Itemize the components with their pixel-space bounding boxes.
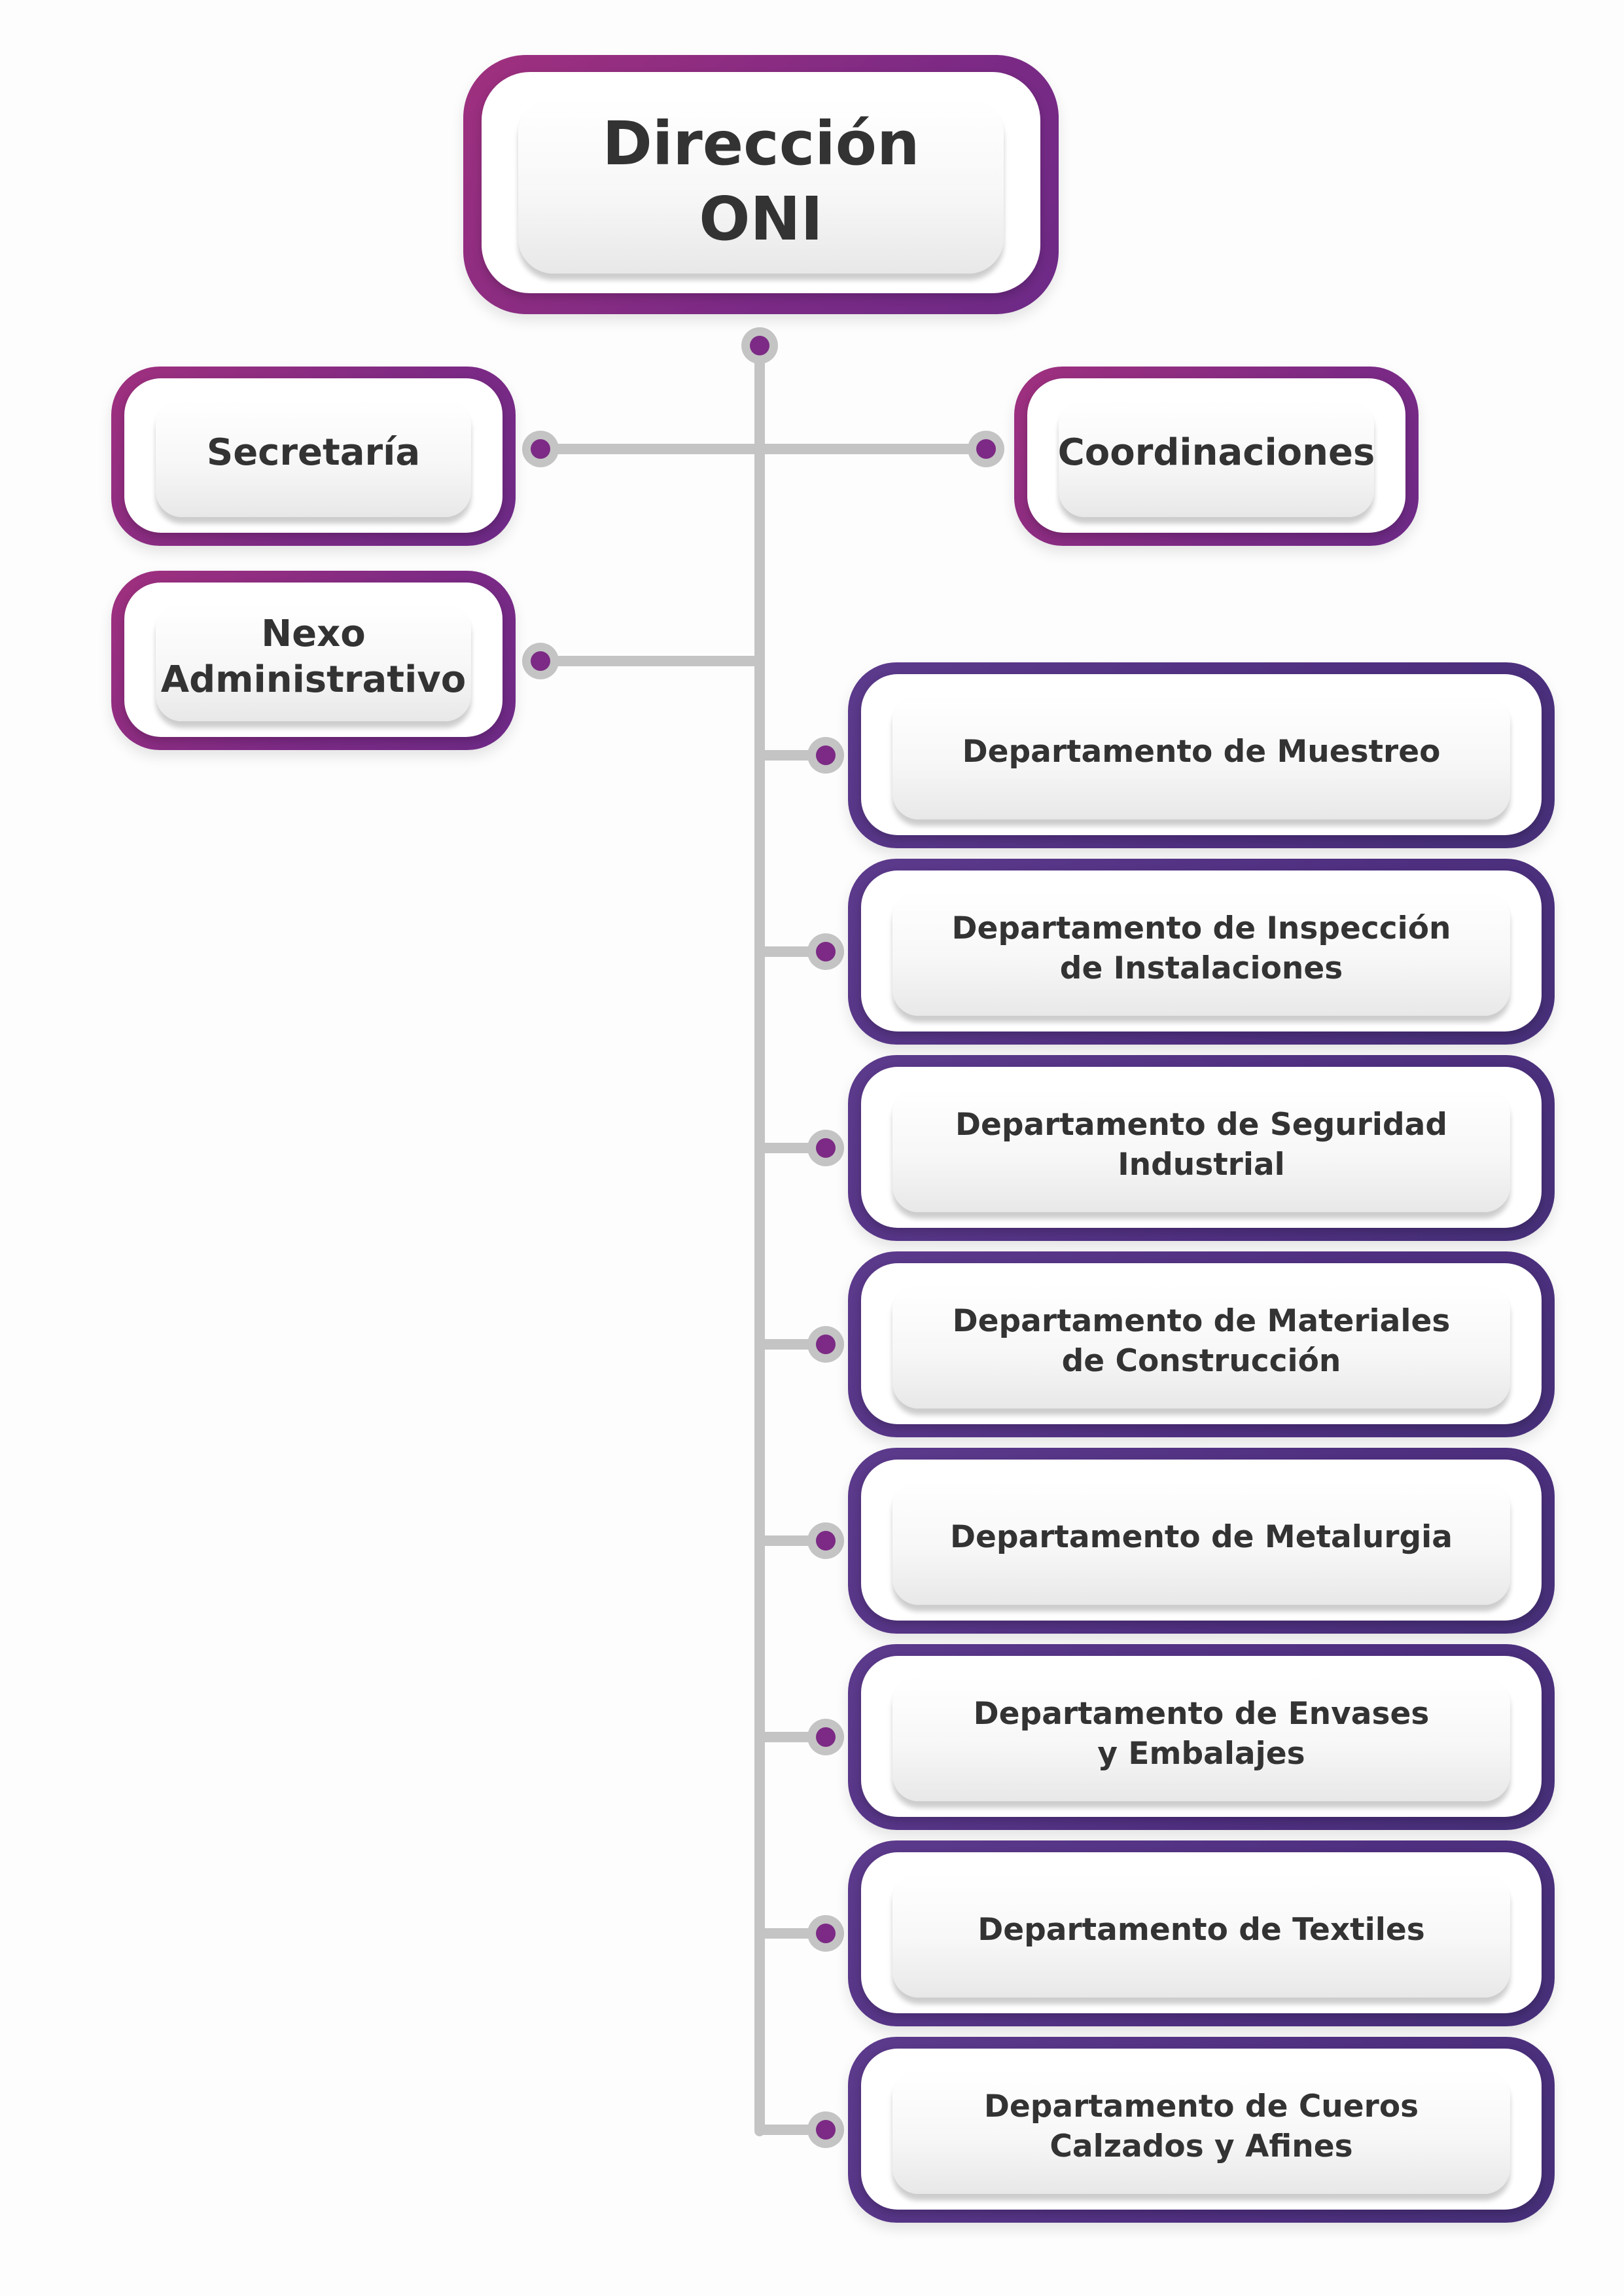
node-label-dept-2: Departamento de Inspección de Instalacio… bbox=[951, 910, 1451, 986]
node-departamento-inspeccion: Departamento de Inspección de Instalacio… bbox=[848, 859, 1555, 1045]
node-card bbox=[861, 870, 1542, 1031]
node-card bbox=[861, 1263, 1542, 1424]
dept-1-connector-dot bbox=[816, 745, 836, 765]
top-connector-dot bbox=[750, 336, 769, 355]
node-label-direccion-oni: Dirección ONI bbox=[602, 109, 920, 254]
dept-4-connector-dot bbox=[816, 1335, 836, 1354]
node-card bbox=[861, 1656, 1542, 1817]
dept-7-connector-dot bbox=[816, 1924, 836, 1943]
coordinaciones-connector-dot bbox=[976, 439, 996, 459]
node-label-dept-3: Departamento de Seguridad Industrial bbox=[955, 1106, 1448, 1183]
node-card bbox=[861, 1460, 1542, 1621]
node-departamento-envases: Departamento de Envases y Embalajes bbox=[848, 1644, 1555, 1830]
node-card bbox=[124, 583, 503, 737]
dept-3-connector-dot bbox=[816, 1138, 836, 1158]
node-card bbox=[124, 378, 503, 533]
node-departamento-muestreo: Departamento de Muestreo bbox=[848, 662, 1555, 848]
node-card bbox=[861, 674, 1542, 835]
node-label-dept-8: Departamento de Cueros Calzados y Afines bbox=[983, 2088, 1419, 2164]
nexo-connector-dot bbox=[531, 651, 550, 671]
node-nexo-administrativo: Nexo Administrativo bbox=[111, 571, 516, 750]
side-branches bbox=[522, 431, 1004, 679]
department-branches bbox=[760, 737, 844, 2148]
node-card bbox=[861, 1067, 1542, 1228]
node-secretaria: Secretaría bbox=[111, 367, 516, 546]
node-label-dept-7: Departamento de Textiles bbox=[978, 1912, 1425, 1948]
dept-2-connector-dot bbox=[816, 942, 836, 961]
node-label-coordinaciones: Coordinaciones bbox=[1057, 431, 1375, 474]
node-card bbox=[1027, 378, 1405, 533]
node-card bbox=[861, 2049, 1542, 2210]
trunk-line bbox=[741, 327, 778, 2136]
node-departamento-materiales: Departamento de Materiales de Construcci… bbox=[848, 1251, 1555, 1437]
node-coordinaciones: Coordinaciones bbox=[1014, 367, 1419, 546]
dept-8-connector-dot bbox=[816, 2120, 836, 2140]
node-label-secretaria: Secretaría bbox=[206, 431, 421, 474]
node-departamento-metalurgia: Departamento de Metalurgia bbox=[848, 1448, 1555, 1634]
node-card bbox=[482, 72, 1040, 293]
node-direccion-oni: Dirección ONI bbox=[463, 55, 1059, 314]
node-label-dept-6: Departamento de Envases y Embalajes bbox=[973, 1695, 1430, 1772]
node-departamento-seguridad: Departamento de Seguridad Industrial bbox=[848, 1055, 1555, 1241]
node-label-dept-5: Departamento de Metalurgia bbox=[950, 1519, 1453, 1556]
node-label-nexo-administrativo: Nexo Administrativo bbox=[160, 613, 467, 701]
node-label-dept-1: Departamento de Muestreo bbox=[962, 734, 1441, 770]
node-departamento-textiles: Departamento de Textiles bbox=[848, 1840, 1555, 2026]
dept-5-connector-dot bbox=[816, 1531, 836, 1551]
secretaria-connector-dot bbox=[531, 439, 550, 459]
dept-6-connector-dot bbox=[816, 1727, 836, 1747]
node-label-dept-4: Departamento de Materiales de Construcci… bbox=[952, 1302, 1451, 1379]
node-card bbox=[861, 1852, 1542, 2013]
node-departamento-cueros: Departamento de Cueros Calzados y Afines bbox=[848, 2037, 1555, 2223]
